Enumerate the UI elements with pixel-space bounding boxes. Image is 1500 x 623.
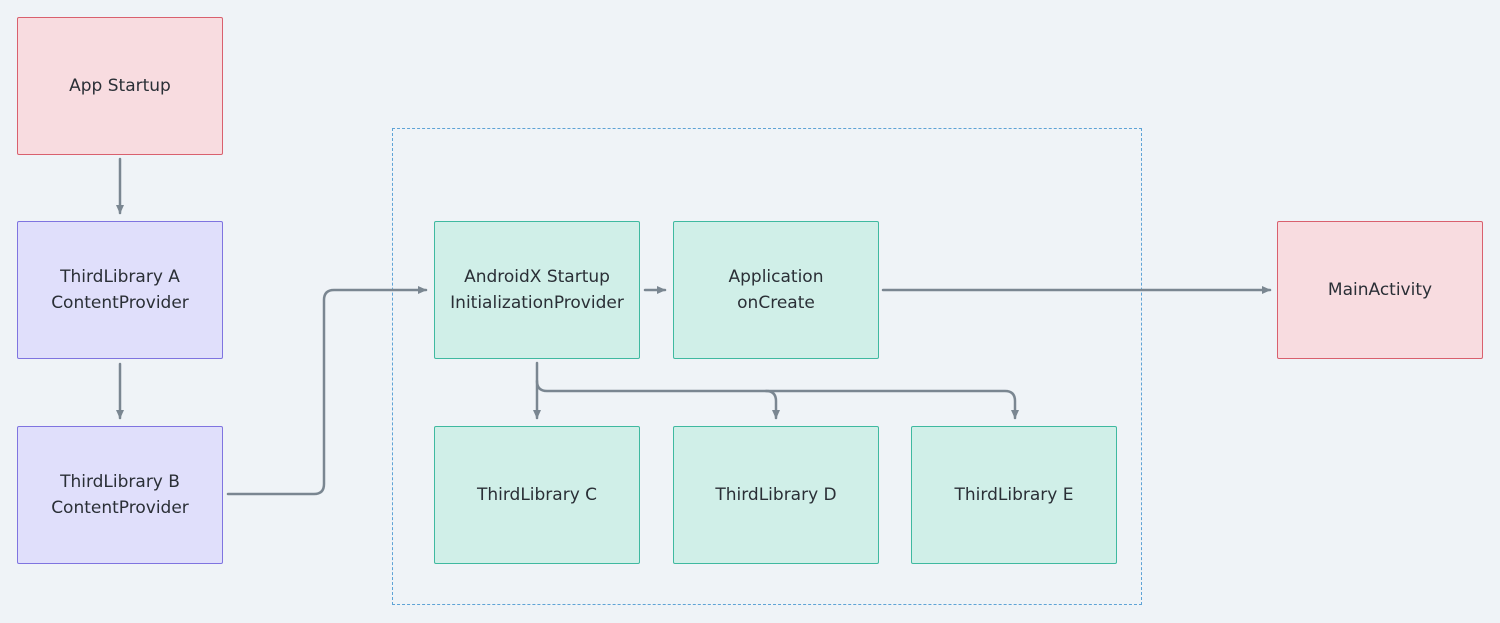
initialization-provider-node: AndroidX Startup InitializationProvider	[434, 221, 640, 359]
edge-initialization-provider-to-library-e	[764, 389, 1019, 420]
node-label: App Startup	[69, 76, 171, 96]
node-label: ThirdLibrary E	[954, 485, 1074, 505]
application-oncreate-node: Application onCreate	[673, 221, 879, 359]
node-label-line2: onCreate	[737, 293, 815, 313]
main-activity-node: MainActivity	[1277, 221, 1483, 359]
node-label-line2: ContentProvider	[51, 498, 189, 518]
third-library-d-node: ThirdLibrary D	[673, 426, 879, 564]
node-label-line2: ContentProvider	[51, 293, 189, 313]
node-label-line1: ThirdLibrary A	[60, 267, 180, 287]
node-label-line1: ThirdLibrary B	[60, 472, 180, 492]
third-library-c-node: ThirdLibrary C	[434, 426, 640, 564]
node-label-line1: Application	[728, 267, 824, 287]
node-label: ThirdLibrary D	[715, 485, 837, 505]
node-label-line2: InitializationProvider	[450, 293, 624, 313]
app-startup-node: App Startup	[17, 17, 223, 155]
edge-library-b-to-initialization-provider	[226, 286, 428, 496]
third-library-b-node: ThirdLibrary B ContentProvider	[17, 426, 223, 564]
androidx-startup-group	[392, 128, 1142, 605]
node-label: ThirdLibrary C	[476, 485, 598, 505]
edge-initialization-provider-to-library-d	[535, 379, 780, 420]
third-library-e-node: ThirdLibrary E	[911, 426, 1117, 564]
third-library-a-node: ThirdLibrary A ContentProvider	[17, 221, 223, 359]
node-label: MainActivity	[1327, 280, 1433, 300]
node-label-line1: AndroidX Startup	[464, 267, 610, 287]
